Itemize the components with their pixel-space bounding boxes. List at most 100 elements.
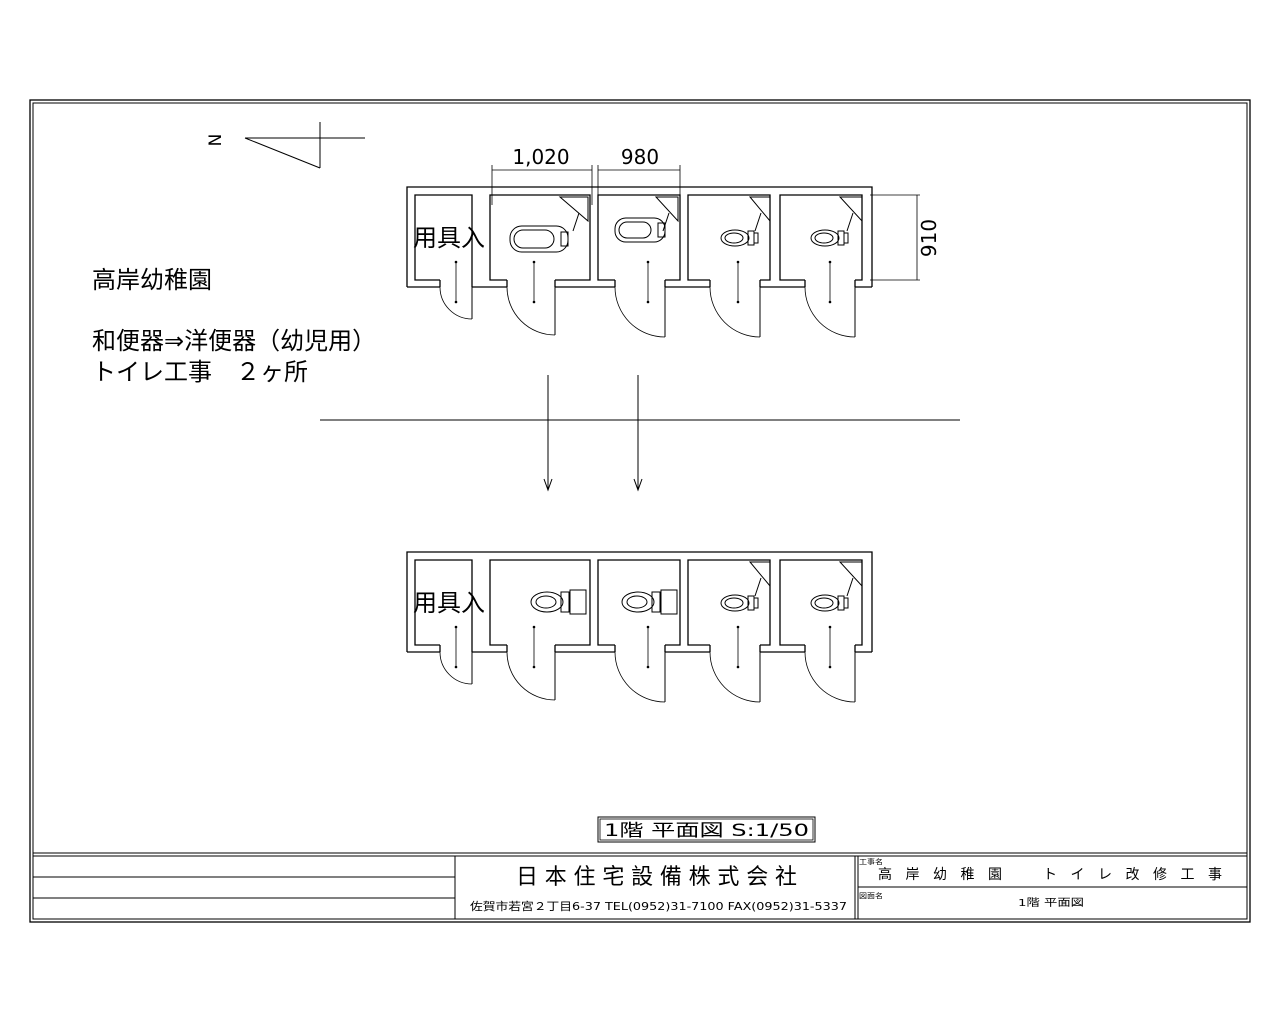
toilet-stall-1 [489, 559, 591, 701]
outer-wall [406, 551, 873, 652]
squat-toilet-hood [657, 222, 666, 238]
toilet-stall-4 [779, 194, 863, 338]
project-name: 高岸幼稚園 トイレ改修工事 [878, 866, 1222, 883]
squat-toilet-hood [560, 231, 569, 247]
center-mark [736, 300, 740, 304]
western-toilet-icon [530, 589, 587, 615]
dimension-text: 1,020 [512, 145, 569, 169]
flush-pipe [754, 577, 762, 597]
title-block: 日本住宅設備株式会社 佐賀市若宮２丁目6-37 TEL(0952)31-7100… [33, 852, 1247, 919]
drawing-name: 1階 平面図 [1018, 897, 1084, 909]
arrow-head [633, 478, 643, 492]
toilet-flush-valve [843, 597, 849, 609]
note-work-scope: トイレ工事 ２ヶ所 [92, 358, 308, 386]
door-swing-arc [804, 651, 856, 703]
center-mark [454, 665, 458, 669]
toilet-bowl [810, 594, 840, 612]
note-fixture-change: 和便器⇒洋便器（幼児用） [92, 327, 376, 355]
center-mark [532, 625, 536, 629]
stall-inner-wall [414, 194, 473, 281]
child-toilet-icon [810, 229, 849, 247]
company-address: 佐賀市若宮２丁目6-37 TEL(0952)31-7100 FAX(0952)3… [470, 899, 847, 913]
stall-inner-wall [687, 559, 771, 646]
stall-inner-wall [489, 194, 591, 281]
center-mark [454, 625, 458, 629]
storage-room-label: 用具入 [413, 224, 485, 252]
corner-tank-icon [748, 561, 771, 588]
flush-pipe [846, 212, 854, 232]
corner-tank-icon [748, 196, 771, 223]
center-mark [532, 300, 536, 304]
toilet-bowl-inner [724, 232, 744, 244]
toilet-stall-2 [597, 194, 681, 338]
dimension-text: 910 [917, 219, 941, 257]
child-toilet-icon [720, 594, 759, 612]
stall-inner-wall [489, 559, 591, 646]
corner-tank-icon [838, 196, 863, 223]
center-mark [532, 260, 536, 264]
sheet-frame-outer [29, 99, 1251, 923]
center-mark [736, 260, 740, 264]
note-school-name: 高岸幼稚園 [92, 266, 212, 294]
squat-toilet-icon [614, 217, 666, 243]
toilet-stall-4 [779, 559, 863, 703]
center-mark [646, 260, 650, 264]
toilet-bowl-inner [724, 597, 744, 609]
stall-inner-wall [597, 194, 681, 281]
center-mark [532, 665, 536, 669]
project-label: 工事名 [859, 857, 883, 866]
center-mark [646, 300, 650, 304]
flush-pipe [846, 577, 854, 597]
flush-pipe [662, 212, 670, 232]
squat-toilet-bowl [618, 221, 652, 239]
north-label: N [206, 134, 226, 147]
center-mark [736, 665, 740, 669]
toilet-stall-1 [489, 194, 591, 336]
caption-box-outer [597, 816, 816, 843]
stall-inner-wall [779, 559, 863, 646]
door-swing-arc [614, 286, 666, 338]
toilet-flush-valve [843, 232, 849, 244]
dimension-text: 980 [621, 145, 659, 169]
western-toilet-icon [621, 589, 678, 615]
door-swing-arc [709, 286, 761, 338]
toilet-bowl [810, 229, 840, 247]
drawing-label: 図面名 [859, 891, 883, 900]
dimension-depth: 910 [870, 194, 941, 281]
toilet-bowl [621, 591, 655, 613]
flush-pipe [572, 212, 580, 232]
arrow-head [543, 478, 553, 492]
toilet-tank [660, 589, 678, 615]
center-mark [828, 300, 832, 304]
toilet-bowl [720, 229, 750, 247]
toilet-bowl-inner [626, 595, 648, 609]
center-mark [828, 625, 832, 629]
drawing-caption: 1階 平面図 S:1/50 [597, 816, 816, 843]
storage-room-label: 用具入 [413, 589, 485, 617]
toilet-stall-3 [687, 559, 771, 703]
center-mark [646, 625, 650, 629]
floor-plan-existing: 用具入 [406, 186, 873, 338]
center-mark [828, 260, 832, 264]
center-mark [454, 260, 458, 264]
toilet-stall-2 [597, 559, 681, 703]
caption-box-inner [599, 818, 814, 841]
stall-inner-wall [779, 194, 863, 281]
stall-inner-wall [597, 559, 681, 646]
stall-inner-wall [687, 194, 771, 281]
flush-pipe [754, 212, 762, 232]
outer-wall [406, 186, 873, 287]
dimension-width-1: 1,020 [491, 145, 593, 205]
corner-tank-icon [654, 196, 679, 223]
door-swing-arc [506, 286, 556, 336]
door-swing-arc [439, 651, 473, 685]
door-swing-arc [506, 651, 556, 701]
center-mark [828, 665, 832, 669]
transition-arrows [320, 375, 960, 492]
toilet-flush-valve [753, 232, 759, 244]
sheet-frame-inner [32, 102, 1248, 920]
toilet-bowl-inner [814, 232, 834, 244]
toilet-seat-hinge [560, 591, 570, 613]
toilet-seat-hinge [651, 591, 661, 613]
squat-toilet-icon [509, 225, 569, 253]
